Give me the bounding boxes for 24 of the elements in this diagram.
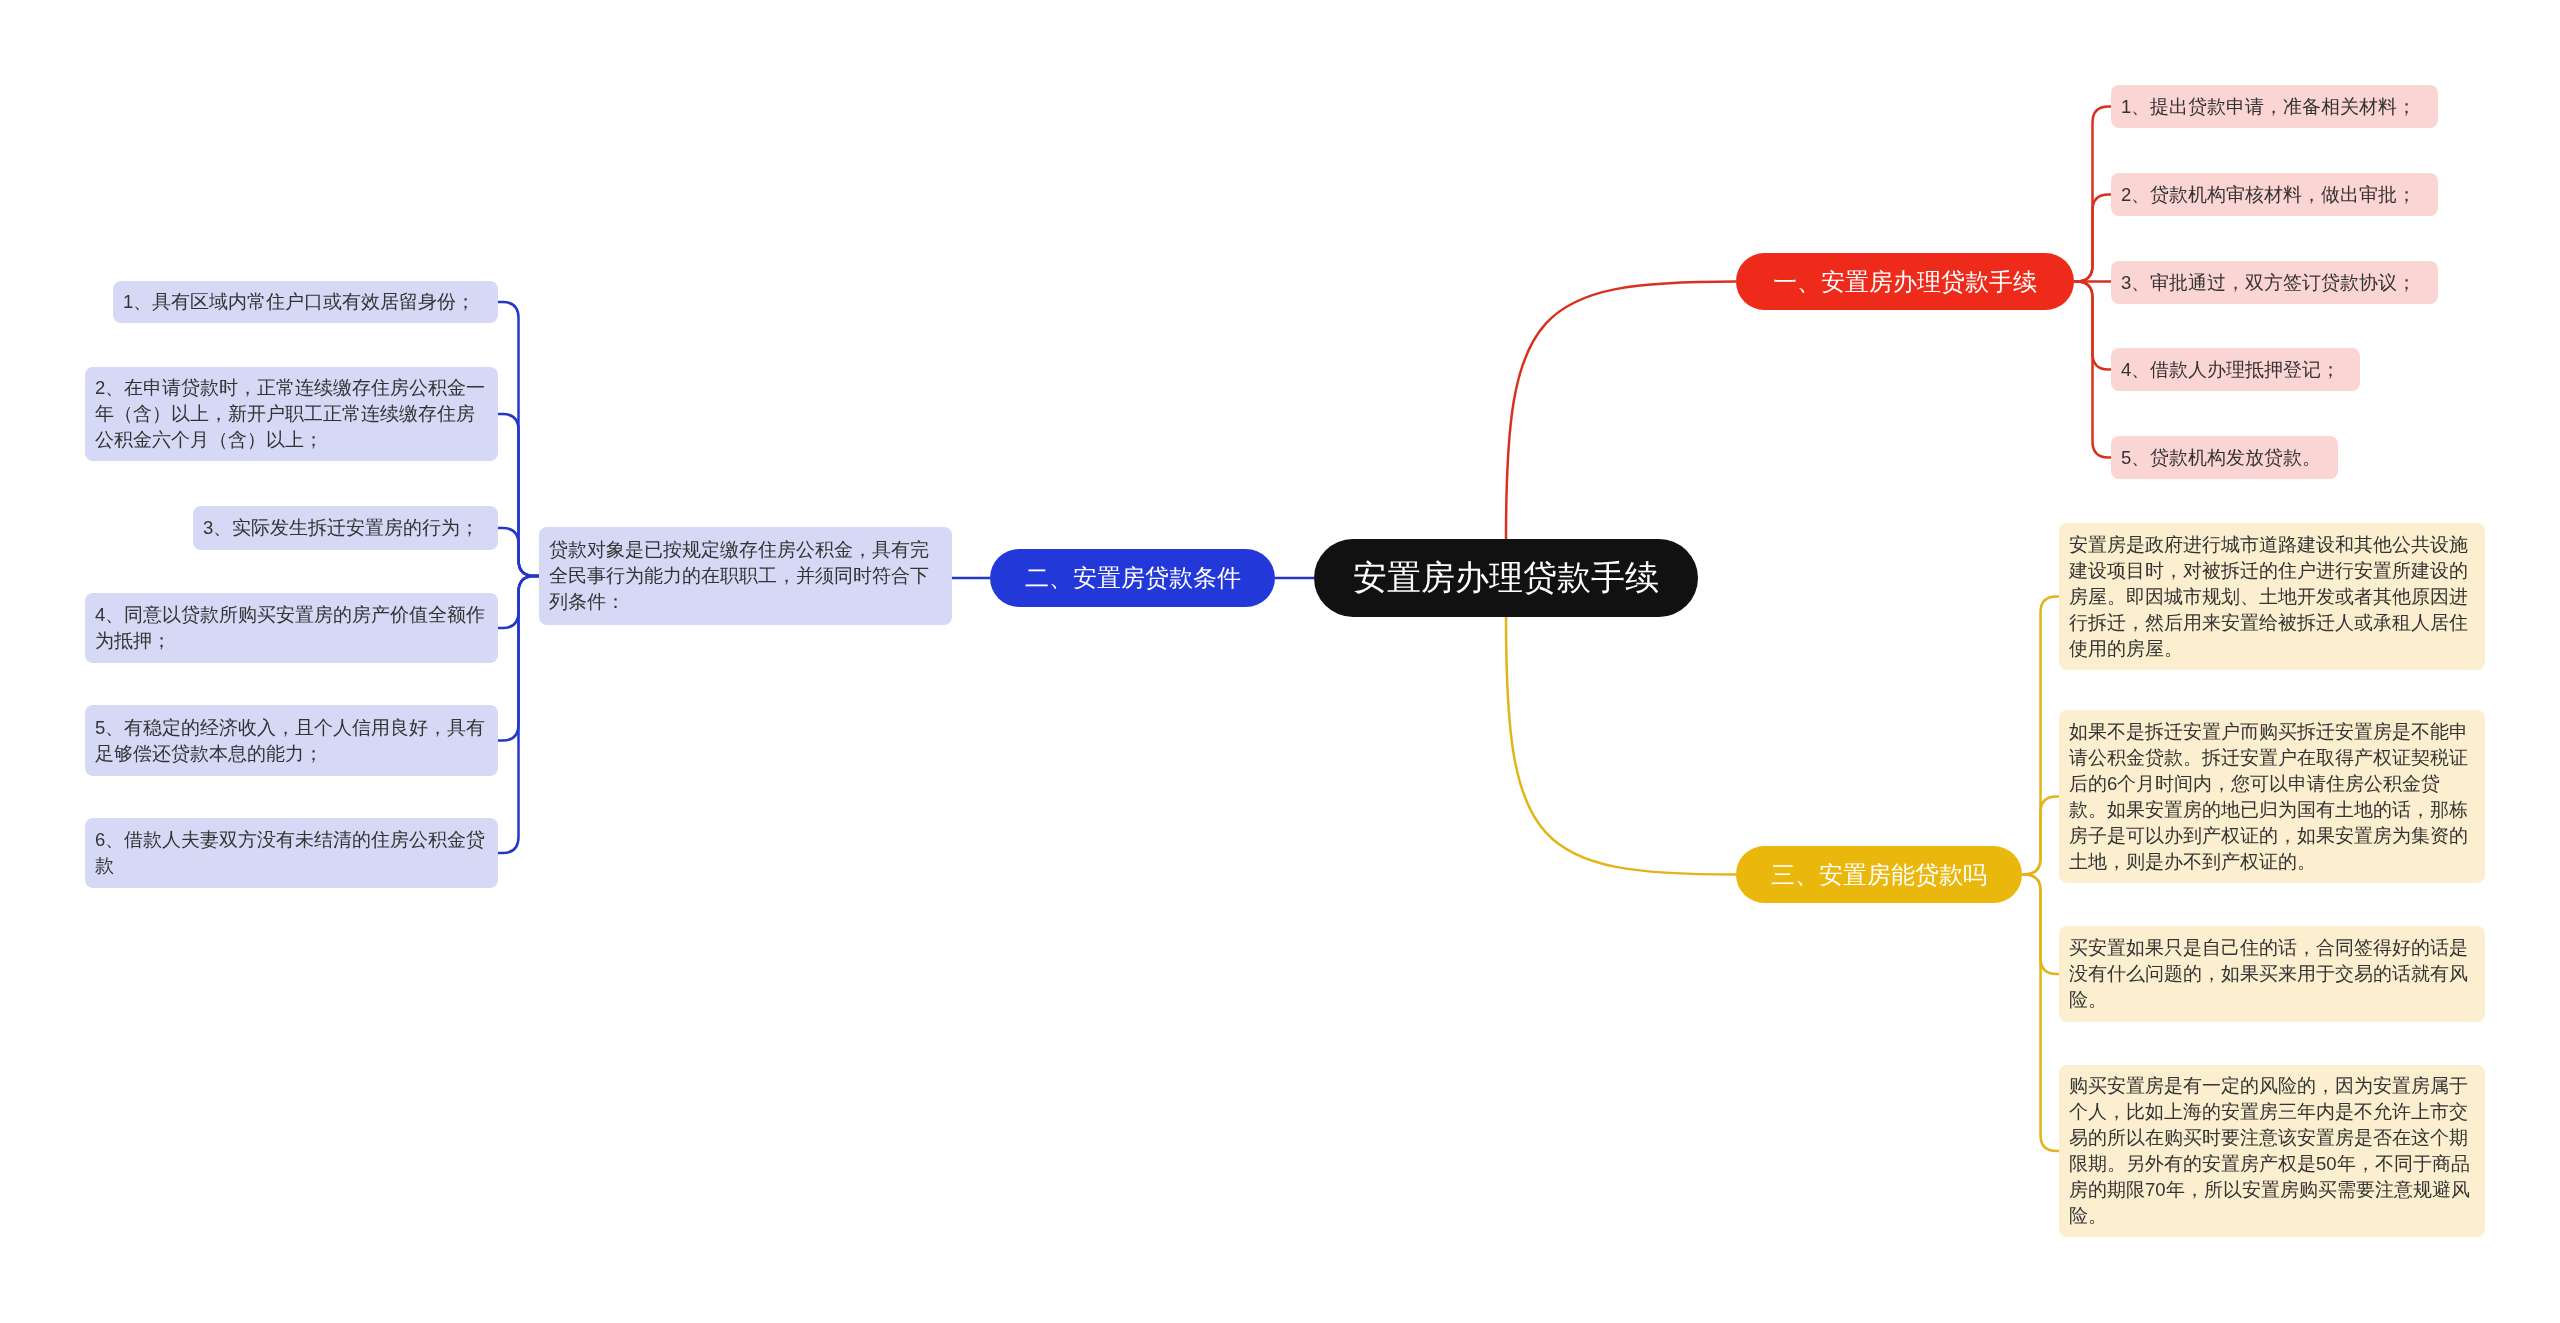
- subtopic-card: 2、在申请贷款时，正常连续缴存住房公积金一年（含）以上，新开户职工正常连续缴存住房公积金六个月（含）以上；: [85, 367, 498, 461]
- subtopic-card: 5、贷款机构发放贷款。: [2111, 436, 2338, 479]
- subtopic-card: 1、具有区域内常住户口或有效居留身份；: [113, 281, 498, 323]
- connector-line: [1504, 280, 1736, 539]
- subtopic-card: 4、借款人办理抵押登记；: [2111, 348, 2360, 391]
- connector-line: [1504, 617, 1736, 876]
- branch-topic: 一、安置房办理贷款手续: [1736, 253, 2074, 310]
- branch-topic: 二、安置房贷款条件: [990, 549, 1275, 607]
- connector-line: [952, 576, 990, 580]
- branch-topic: 三、安置房能贷款吗: [1736, 846, 2022, 903]
- subtopic-card: 3、审批通过，双方签订贷款协议；: [2111, 261, 2438, 304]
- note-card: 如果不是拆迁安置户而购买拆迁安置房是不能申请公积金贷款。拆迁安置户在取得产权证契税证后的6个月时间内，您可以申请住房公积金贷款。如果安置房的地已归为国有土地的话，那栋房子是可以办到产权证的，如果安置房为集资的土地，则是办不到产权证的。: [2059, 710, 2485, 883]
- note-card: 买安置如果只是自己住的话，合同签得好的话是没有什么问题的，如果买来用于交易的话就有风险。: [2059, 926, 2485, 1022]
- subtopic-card: 3、实际发生拆迁安置房的行为；: [193, 506, 498, 550]
- subtopic-card: 4、同意以贷款所购买安置房的房产价值全额作为抵押；: [85, 593, 498, 663]
- central-topic: 安置房办理贷款手续: [1314, 539, 1698, 617]
- subtopic-card: 1、提出贷款申请，准备相关材料；: [2111, 85, 2438, 128]
- note-card: 购买安置房是有一定的风险的，因为安置房属于个人，比如上海的安置房三年内是不允许上市交易的所以在购买时要注意该安置房是否在这个期限期。另外有的安置房产权是50年，不同于商品房的期限70年，所以安置房购买需要注意规避风险。: [2059, 1065, 2485, 1237]
- note-card: 安置房是政府进行城市道路建设和其他公共设施建设项目时，对被拆迁的住户进行安置所建设的房屋。即因城市规划、土地开发或者其他原因进行拆迁，然后用来安置给被拆迁人或承租人居住使用的房屋。: [2059, 523, 2485, 670]
- subtopic-card: 6、借款人夫妻双方没有未结清的住房公积金贷款: [85, 818, 498, 888]
- connector-line: [1275, 576, 1314, 580]
- subtopic-card: 贷款对象是已按规定缴存住房公积金，具有完全民事行为能力的在职职工，并须同时符合下列条件：: [539, 527, 952, 625]
- subtopic-card: 2、贷款机构审核材料，做出审批；: [2111, 173, 2438, 216]
- subtopic-card: 5、有稳定的经济收入，且个人信用良好，具有足够偿还贷款本息的能力；: [85, 705, 498, 776]
